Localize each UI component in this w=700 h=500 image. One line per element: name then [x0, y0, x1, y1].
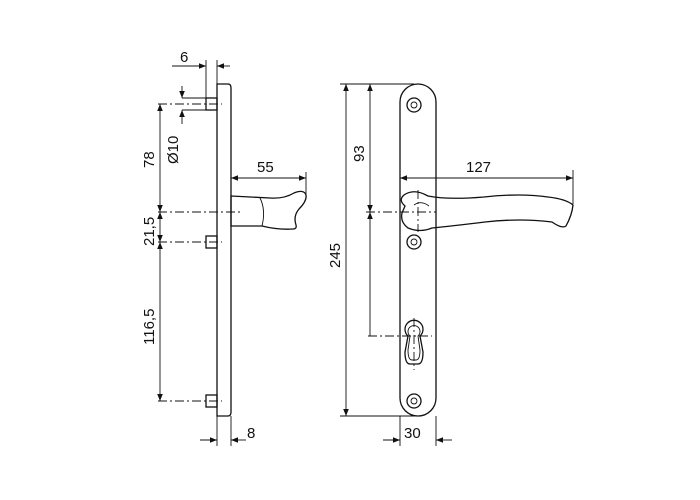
label-55: 55 [257, 159, 274, 176]
screw-bottom [406, 393, 422, 409]
label-21-5: 21,5 [141, 217, 158, 246]
front-handle [400, 191, 574, 232]
label-116-5: 116,5 [141, 309, 158, 345]
label-245: 245 [327, 243, 344, 268]
side-view: 6 Ø10 78 21,5 116,5 55 8 [141, 49, 307, 446]
label-6: 6 [180, 49, 188, 66]
cylinder-hole-inner [407, 325, 421, 361]
front-plate-outline [399, 83, 437, 417]
side-handle-crease [259, 197, 265, 227]
label-93: 93 [351, 145, 368, 162]
label-30: 30 [404, 425, 421, 442]
front-handle-inner [413, 202, 430, 207]
cylinder-hole [404, 319, 424, 365]
side-handle [230, 190, 307, 230]
side-plate-outline [216, 83, 232, 417]
front-view: 245 93 127 30 [327, 83, 574, 446]
label-8: 8 [247, 425, 255, 442]
screw-top [406, 97, 422, 113]
label-127: 127 [466, 159, 491, 176]
label-78: 78 [141, 151, 158, 168]
label-dia10: Ø10 [165, 136, 182, 164]
screw-middle [406, 234, 422, 250]
